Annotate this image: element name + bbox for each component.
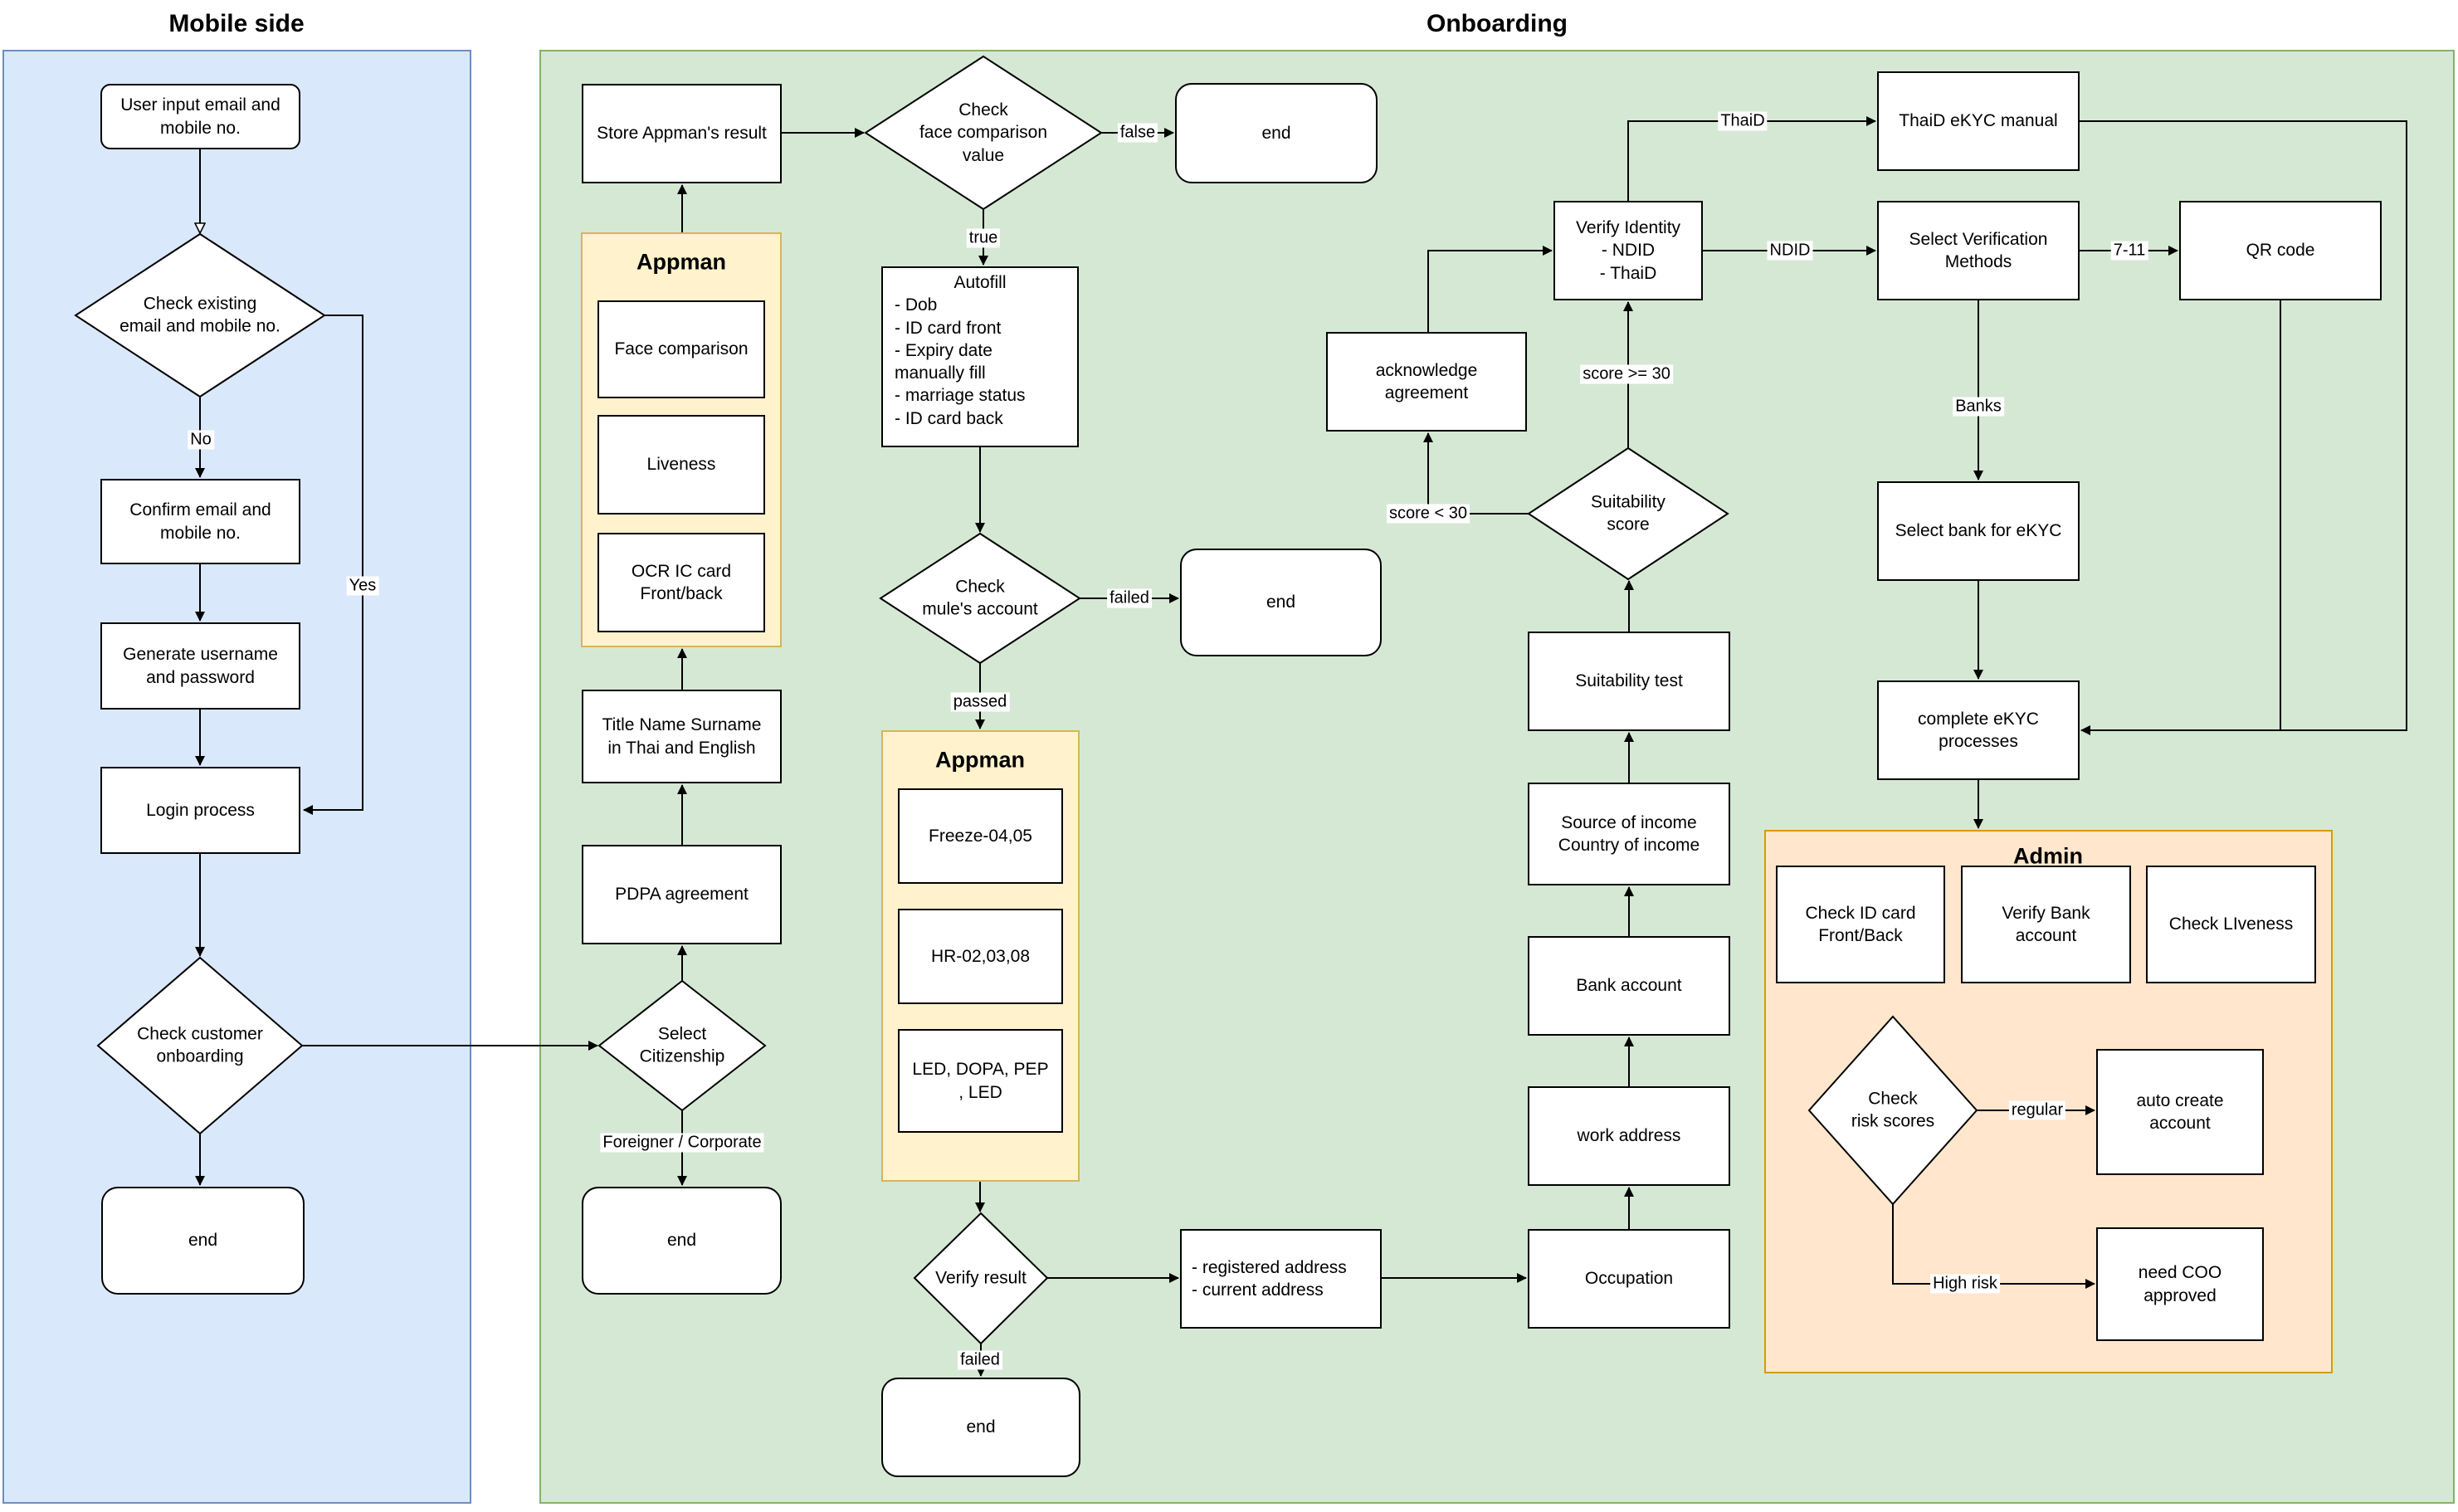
admin-group-title: Admin (2013, 843, 2083, 869)
edge-label-failed-verify: failed (958, 1350, 1002, 1370)
node-citizenship-end: end (582, 1187, 782, 1295)
node-verify-bank: Verify Bank account (1961, 866, 2131, 983)
node-led-dopa-pep: LED, DOPA, PEP , LED (898, 1029, 1063, 1133)
edge-label-ndid: NDID (1767, 241, 1813, 261)
node-check-liveness: Check LIveness (2146, 866, 2316, 983)
decision-verify-result-label: Verify result (935, 1268, 1027, 1288)
appman-group-2-title: Appman (935, 747, 1025, 773)
node-face-end: end (1175, 83, 1378, 183)
edge-label-score-gte-30: score >= 30 (1580, 364, 1673, 384)
edge-label-thaid: ThaiD (1718, 111, 1768, 131)
node-select-bank: Select bank for eKYC (1877, 481, 2080, 581)
mobile-side-title: Mobile side (168, 10, 305, 37)
edge-label-true: true (966, 228, 1001, 248)
node-addresses: - registered address - current address (1180, 1229, 1382, 1329)
node-hr: HR-02,03,08 (898, 909, 1063, 1004)
edge-label-false: false (1117, 123, 1158, 143)
node-thaid-manual: ThaiD eKYC manual (1877, 71, 2080, 171)
edge-label-foreigner-corporate: Foreigner / Corporate (600, 1133, 764, 1153)
node-confirm: Confirm email and mobile no. (100, 479, 300, 564)
node-verify-identity: Verify Identity - NDID - ThaiD (1553, 201, 1703, 300)
edge-label-banks: Banks (1953, 397, 2004, 417)
node-liveness: Liveness (597, 415, 765, 515)
node-store-result: Store Appman's result (582, 84, 782, 183)
node-acknowledge: acknowledge agreement (1326, 332, 1527, 432)
node-need-coo: need COO approved (2096, 1227, 2264, 1341)
node-bank-account: Bank account (1528, 936, 1730, 1036)
node-title-name-surname: Title Name Surname in Thai and English (582, 690, 782, 783)
node-freeze: Freeze-04,05 (898, 788, 1063, 884)
autofill-title: Autofill (953, 273, 1007, 292)
edge-label-high-risk: High risk (1930, 1274, 2000, 1294)
node-autofill: Autofill - Dob - ID card front - Expiry … (881, 266, 1079, 447)
edge-label-score-lt-30: score < 30 (1387, 504, 1470, 524)
decision-suitability-score-label: Suitability score (1591, 492, 1665, 534)
decision-select-citizenship (597, 979, 767, 1112)
edge-label-failed-mule: failed (1107, 588, 1152, 608)
decision-suitability-score (1527, 446, 1729, 581)
node-pdpa: PDPA agreement (582, 845, 782, 944)
decision-check-face-label: Check face comparison value (919, 100, 1048, 165)
appman-group-1-title: Appman (636, 249, 726, 275)
decision-check-onboarding (96, 956, 304, 1135)
decision-check-risk-label: Check risk scores (1851, 1089, 1935, 1131)
autofill-items: - Dob - ID card front - Expiry date manu… (895, 295, 1026, 428)
decision-verify-result (913, 1212, 1049, 1345)
decision-check-existing-label: Check existing email and mobile no. (119, 294, 280, 336)
decision-check-mule (879, 532, 1081, 665)
decision-check-mule-label: Check mule's account (922, 577, 1038, 619)
node-complete-ekyc: complete eKYC processes (1877, 680, 2080, 780)
node-suitability-test: Suitability test (1528, 632, 1730, 731)
decision-check-risk (1807, 1015, 1978, 1206)
node-verify-end: end (881, 1378, 1080, 1477)
edge-label-no: No (188, 430, 214, 450)
node-select-methods: Select Verification Methods (1877, 201, 2080, 300)
node-work-address: work address (1528, 1086, 1730, 1186)
edge-label-7-11: 7-11 (2110, 241, 2148, 261)
decision-check-existing (74, 232, 326, 398)
node-mule-end: end (1180, 549, 1382, 656)
node-login-process: Login process (100, 767, 300, 854)
node-user-input: User input email and mobile no. (100, 84, 300, 149)
decision-select-citizenship-label: Select Citizenship (639, 1024, 725, 1066)
node-generate-credentials: Generate username and password (100, 622, 300, 710)
node-auto-create: auto create account (2096, 1049, 2264, 1175)
node-face-comparison: Face comparison (597, 300, 765, 398)
node-source-income: Source of income Country of income (1528, 783, 1730, 885)
edge-label-yes: Yes (346, 576, 379, 596)
edge-label-passed: passed (950, 692, 1010, 712)
decision-check-onboarding-label: Check customer onboarding (137, 1024, 263, 1066)
node-mobile-end: end (101, 1187, 305, 1295)
onboarding-title: Onboarding (1427, 10, 1568, 37)
decision-check-face (864, 55, 1103, 211)
node-qr-code: QR code (2179, 201, 2382, 300)
node-occupation: Occupation (1528, 1229, 1730, 1329)
node-check-id-card: Check ID card Front/Back (1776, 866, 1945, 983)
node-ocr-ic-card: OCR IC card Front/back (597, 533, 765, 632)
edge-label-regular: regular (2008, 1100, 2066, 1120)
